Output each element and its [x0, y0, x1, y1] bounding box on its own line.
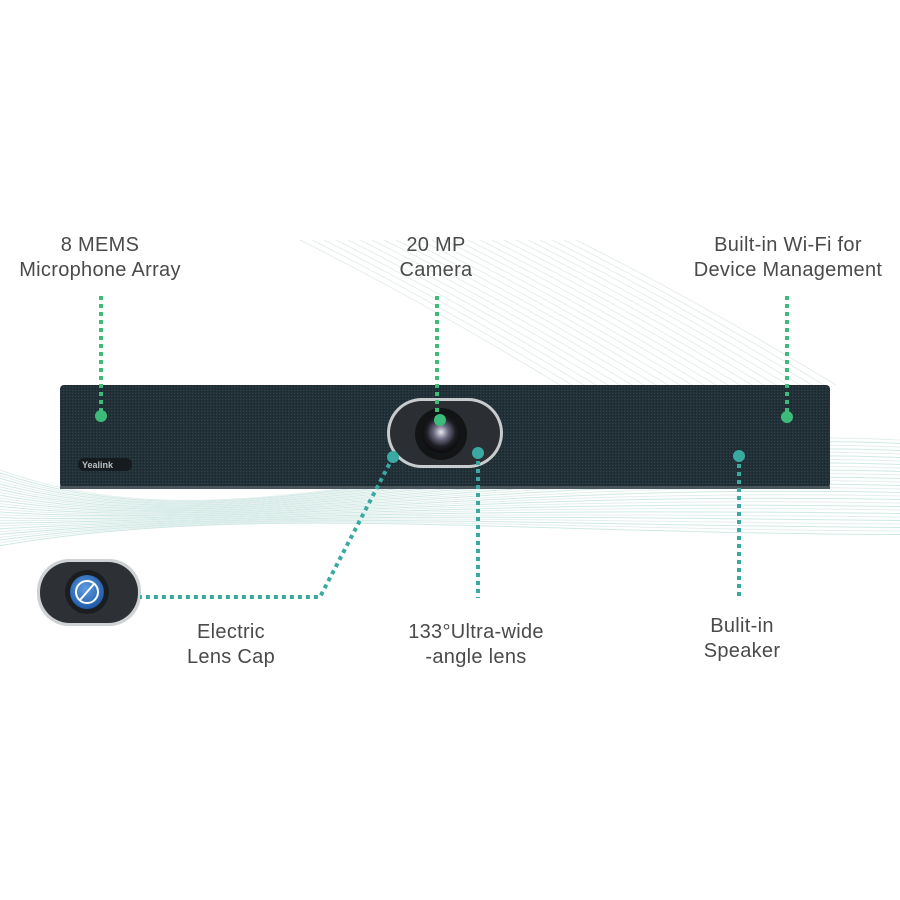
- wave-line: [455, 239, 717, 386]
- wave-line: [419, 239, 681, 386]
- wave-line: [467, 239, 729, 386]
- wave-line: [479, 239, 741, 386]
- wave-line: [407, 239, 669, 386]
- wave-line: [551, 239, 813, 386]
- camera-lens: [422, 415, 460, 453]
- wave-line: [0, 511, 900, 530]
- label-line: 8 MEMS: [60, 234, 140, 256]
- wave-line: [527, 239, 789, 386]
- wave-line: [347, 239, 609, 386]
- wave-line: [491, 239, 753, 386]
- label-line: Lens Cap: [186, 646, 276, 668]
- wave-line: [383, 239, 645, 386]
- wave-line: [0, 522, 900, 547]
- wave-line: [443, 239, 705, 386]
- wave-line: [395, 239, 657, 386]
- label-camera: 20 MP Camera: [400, 233, 473, 283]
- label-line: Speaker: [703, 640, 781, 662]
- wave-line: [335, 239, 597, 386]
- wave-line: [0, 497, 900, 520]
- wave-line: [503, 239, 765, 386]
- label-line: -angle lens: [425, 646, 527, 668]
- camera-pod: [387, 398, 503, 468]
- label-line: Camera: [399, 259, 473, 281]
- label-ultra-wide-lens: 133°Ultra-wide -angle lens: [408, 620, 544, 670]
- wave-line: [0, 521, 900, 544]
- wave-line: [359, 239, 621, 386]
- wave-line: [539, 239, 801, 386]
- callout-dots: [95, 410, 793, 463]
- lens-cap-prohibit-icon: [75, 580, 99, 604]
- label-line: Bulit-in: [710, 615, 774, 637]
- label-line: Electric: [197, 621, 265, 643]
- brand-logo: Yealink: [82, 460, 114, 470]
- label-mic-array: 8 MEMS Microphone Array: [19, 233, 181, 283]
- wave-line: [0, 504, 900, 524]
- label-lens-cap: Electric Lens Cap: [187, 620, 275, 670]
- label-wifi: Built-in Wi-Fi for Device Management: [694, 233, 883, 283]
- lens-cap-illustration: [37, 559, 141, 626]
- yealink-logo-badge: Yealink: [78, 458, 132, 471]
- wave-line: [0, 514, 900, 533]
- wave-line: [0, 516, 900, 535]
- label-line: Device Management: [693, 259, 883, 281]
- wave-line: [371, 239, 633, 386]
- wave-line: [0, 518, 900, 538]
- label-line: 20 MP: [406, 234, 466, 256]
- wave-line: [431, 239, 693, 386]
- wave-line: [515, 239, 777, 386]
- label-line: Built-in Wi-Fi for: [714, 234, 862, 256]
- label-line: 133°Ultra-wide: [408, 621, 544, 643]
- label-speaker: Bulit-in Speaker: [704, 614, 781, 664]
- wave-line: [0, 520, 900, 541]
- wave-line: [575, 239, 837, 386]
- wave-line: [323, 239, 585, 386]
- wave-line: [299, 239, 561, 386]
- wave-line: [0, 508, 900, 527]
- label-line: Microphone Array: [19, 259, 181, 281]
- wave-line: [0, 490, 900, 517]
- wave-line: [0, 501, 900, 521]
- wave-line: [0, 494, 900, 518]
